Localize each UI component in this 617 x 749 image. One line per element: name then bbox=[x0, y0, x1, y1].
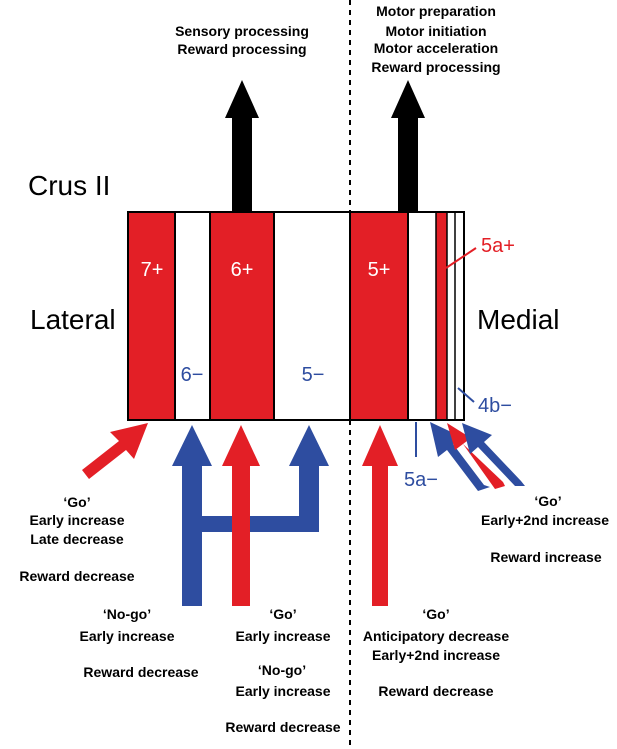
output-arrow-right bbox=[391, 80, 425, 212]
zone-6-plus-input-label-5: Reward decrease bbox=[225, 719, 340, 735]
output-label-right-1: Motor preparation bbox=[376, 3, 496, 19]
zone-7-plus-band bbox=[129, 213, 175, 419]
zone-6-plus-label: 6+ bbox=[231, 259, 254, 281]
medial-input-label-2: Early+2nd increase bbox=[481, 512, 609, 528]
zone-7-input-label-3: Late decrease bbox=[30, 531, 124, 547]
zone-5a-plus-band bbox=[436, 213, 447, 419]
lateral-label: Lateral bbox=[30, 304, 116, 335]
zone-5-plus-input-label-4: Reward decrease bbox=[378, 683, 493, 699]
input-arrow-zone-5a-plus bbox=[447, 423, 505, 489]
zone-7-input-label-2: Early increase bbox=[30, 512, 125, 528]
zone-5-plus-label: 5+ bbox=[368, 259, 391, 281]
output-label-right-3: Motor acceleration bbox=[374, 40, 498, 56]
zone-5a-plus-label: 5a+ bbox=[481, 235, 515, 257]
zone-5-plus-band bbox=[350, 213, 408, 419]
zone-4b-minus-label: 4b− bbox=[478, 395, 512, 417]
output-label-left-1: Sensory processing bbox=[175, 23, 309, 39]
zone-5a-minus-label: 5a− bbox=[404, 469, 438, 491]
zone-6-minus-input-label-3: Reward decrease bbox=[83, 664, 198, 680]
input-arrow-zone-6-minus-branch bbox=[172, 425, 329, 606]
zone-box bbox=[127, 211, 465, 421]
zone-5-minus-label: 5− bbox=[302, 364, 325, 386]
zone-5-plus-input-label-2: Anticipatory decrease bbox=[363, 628, 509, 644]
input-arrow-zone-4b-minus bbox=[462, 423, 525, 486]
input-arrow-zone-5-plus bbox=[362, 425, 398, 606]
zone-6-plus-input-label-4: Early increase bbox=[236, 683, 331, 699]
zone-5-plus-input-label-3: Early+2nd increase bbox=[372, 647, 500, 663]
medial-input-label-3: Reward increase bbox=[490, 549, 601, 565]
medial-input-label-1: ‘Go’ bbox=[534, 493, 561, 509]
zone-5-plus-input-label-1: ‘Go’ bbox=[422, 606, 449, 622]
output-label-left-2: Reward processing bbox=[177, 41, 306, 57]
output-arrow-left bbox=[225, 80, 259, 212]
zone-6-minus-input-label-2: Early increase bbox=[80, 628, 175, 644]
output-label-right-2: Motor initiation bbox=[385, 23, 486, 39]
zone-6-minus-input-label-1: ‘No-go’ bbox=[103, 606, 151, 622]
input-arrow-zone-6-plus bbox=[222, 425, 260, 606]
input-arrow-zone-5a-minus bbox=[430, 422, 490, 491]
zone-4b-minus-pointer bbox=[457, 387, 475, 403]
region-title: Crus II bbox=[28, 170, 110, 201]
input-arrow-zone-7-plus bbox=[82, 423, 148, 479]
zone-7-plus-label: 7+ bbox=[141, 259, 164, 281]
zone-6-plus-band bbox=[210, 213, 274, 419]
output-label-right-4: Reward processing bbox=[371, 59, 500, 75]
medial-label: Medial bbox=[477, 304, 559, 335]
zone-6-plus-input-label-3: ‘No-go’ bbox=[258, 662, 306, 678]
zone-7-input-label-1: ‘Go’ bbox=[63, 494, 90, 510]
zone-7-input-label-4: Reward decrease bbox=[19, 568, 134, 584]
zone-5a-plus-pointer bbox=[445, 247, 477, 269]
zone-6-minus-label: 6− bbox=[181, 364, 204, 386]
zone-6-plus-input-label-2: Early increase bbox=[236, 628, 331, 644]
zone-6-plus-input-label-1: ‘Go’ bbox=[269, 606, 296, 622]
